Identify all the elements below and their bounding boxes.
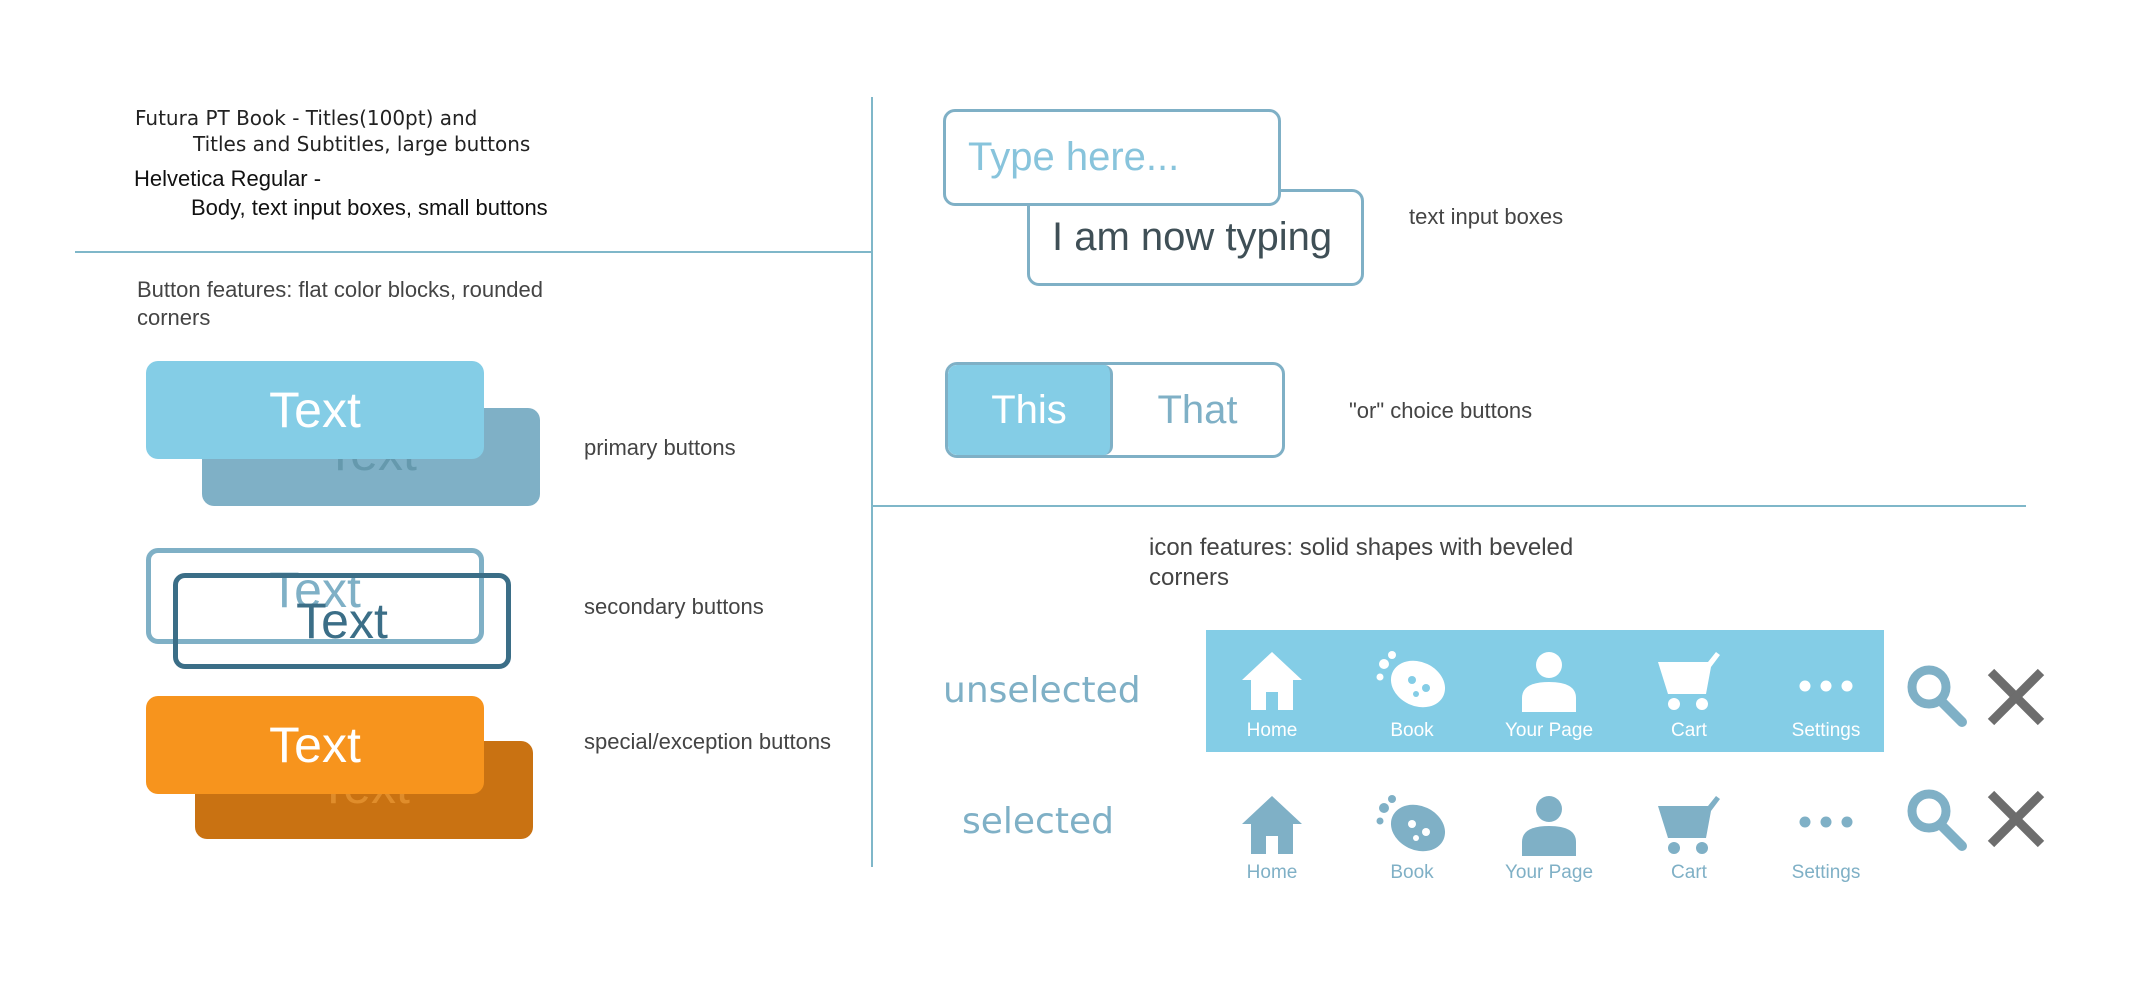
nav-item-book[interactable]: Book [1352,630,1472,752]
secondary-button-light[interactable]: Text [146,548,484,644]
toggle-option-this[interactable]: This [948,365,1113,455]
nav-item-your-page[interactable]: Your Page [1489,630,1609,752]
nav-item-your-page-selected[interactable]: Your Page [1489,772,1609,894]
selected-label: selected [962,801,1114,842]
home-icon [1242,652,1302,710]
search-icon[interactable] [1906,788,1968,852]
book-icon [1376,795,1446,852]
nav-label-your-page: Your Page [1504,720,1594,741]
toggle-option-that[interactable]: That [1113,365,1282,455]
secondary-button-label: Text [296,593,388,649]
primary-button-label: Text [269,382,361,438]
futura-font-line-2: Titles and Subtitles, large buttons [193,132,531,156]
or-choice-toggle[interactable]: This That [945,362,1285,458]
home-icon [1242,796,1302,854]
icon-features-note: icon features: solid shapes with beveled… [1149,534,1574,591]
button-features-note: Button features: flat color blocks, roun… [137,277,544,330]
or-choice-caption: "or" choice buttons [1349,398,1533,423]
vertical-divider [871,97,873,867]
nav-label-settings: Settings [1791,720,1861,741]
toggle-option-this-label: This [991,387,1067,432]
nav-bar-unselected: Home Book Your Page Cart Settings [1206,630,1884,752]
close-icon[interactable] [1985,666,2047,728]
more-icon [1799,680,1853,692]
futura-font-line-1: Futura PT Book - Titles(100pt) and [135,106,478,130]
nav-item-book-selected[interactable]: Book [1352,772,1472,894]
nav-item-home-selected[interactable]: Home [1212,772,1332,894]
nav-item-cart-selected[interactable]: Cart [1629,772,1749,894]
primary-buttons-caption: primary buttons [584,435,736,460]
placeholder-text: Type here... [968,135,1180,179]
nav-label-home: Home [1246,720,1298,741]
nav-item-settings[interactable]: Settings [1766,630,1886,752]
typed-text-value: I am now typing [1052,215,1333,259]
nav-bar-selected: Home Book Your Page Cart Settings [1206,772,1884,892]
book-icon [1376,651,1446,708]
special-button[interactable]: Text [146,696,484,794]
nav-label-settings-selected: Settings [1791,862,1861,883]
nav-item-settings-selected[interactable]: Settings [1766,772,1886,894]
secondary-button[interactable]: Text [173,573,511,669]
nav-label-cart: Cart [1671,720,1707,741]
nav-label-book: Book [1390,720,1434,741]
left-horizontal-divider [75,251,872,253]
text-input-caption: text input boxes [1409,204,1564,229]
close-icon[interactable] [1985,788,2047,850]
cart-icon [1658,652,1720,710]
special-button-label: Text [269,717,361,773]
more-icon [1799,816,1853,828]
unselected-label: unselected [943,670,1141,711]
secondary-buttons-caption: secondary buttons [584,594,764,619]
nav-label-your-page-selected: Your Page [1504,862,1594,883]
secondary-button-light-label: Text [269,562,361,618]
user-icon [1522,796,1576,856]
cart-icon [1658,796,1720,854]
helvetica-font-line-1: Helvetica Regular - [134,166,322,191]
nav-item-cart[interactable]: Cart [1629,630,1749,752]
nav-label-book-selected: Book [1390,862,1434,883]
right-horizontal-divider [872,505,2026,507]
placeholder-text-input[interactable]: Type here... [943,109,1281,206]
nav-label-cart-selected: Cart [1671,862,1707,883]
nav-item-home[interactable]: Home [1212,630,1332,752]
user-icon [1522,652,1576,712]
toggle-option-that-label: That [1157,387,1238,432]
nav-label-home-selected: Home [1246,862,1298,883]
special-buttons-caption: special/exception buttons [584,729,832,754]
primary-button[interactable]: Text [146,361,484,459]
helvetica-font-line-2: Body, text input boxes, small buttons [191,195,548,220]
search-icon[interactable] [1906,664,1968,728]
